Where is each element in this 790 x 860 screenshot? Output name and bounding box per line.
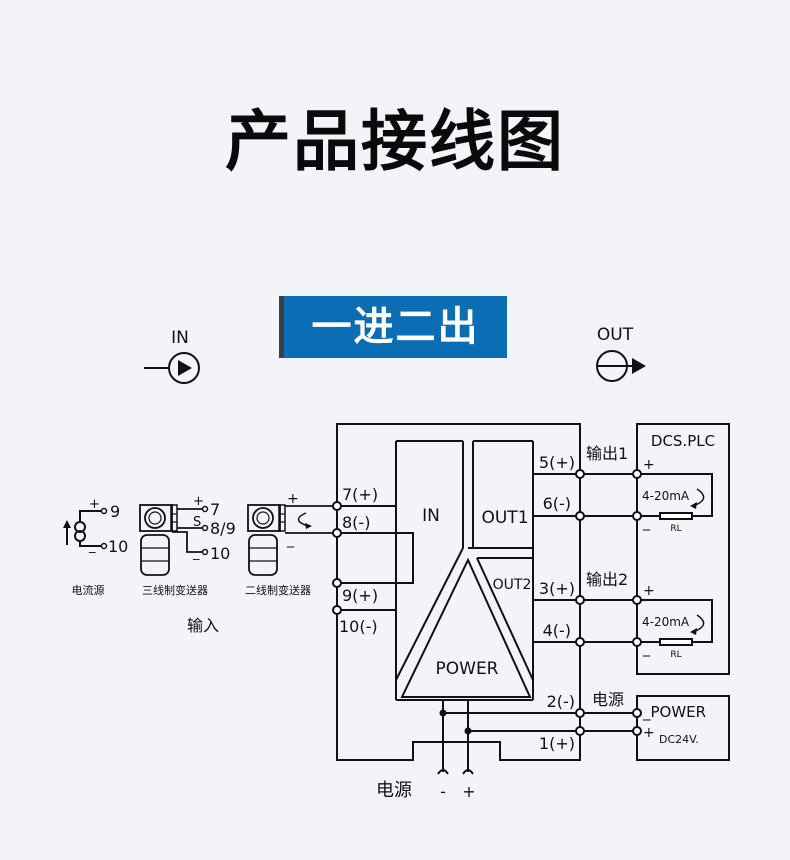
power-plus-hook-icon [462, 769, 474, 775]
bottom-power-minus: - [440, 782, 446, 801]
in-circle-icon [168, 352, 200, 384]
dcs-plc-box [632, 423, 730, 675]
out2-block-label: OUT2 [493, 577, 532, 593]
terminal-2 [575, 708, 585, 718]
bottom-power-label: 电源 [376, 780, 412, 801]
out2-current: 4-20mA [642, 615, 690, 629]
terminal-5 [575, 469, 585, 479]
input-group-label: 输入 [187, 616, 219, 635]
load-resistor-1 [659, 512, 693, 520]
power-supply-label: 电源 [592, 690, 624, 709]
out1-block-label: OUT1 [481, 508, 528, 528]
out2-load: RL [670, 650, 681, 660]
two-wire-label: 二线制变送器 [245, 583, 311, 597]
terminal-4 [575, 637, 585, 647]
module-housing [336, 423, 581, 761]
terminal-7-label: 7(+) [342, 485, 378, 504]
power-box-spec: DC24V. [659, 733, 699, 746]
out1-current: 4-20mA [642, 489, 690, 503]
terminal-3-label: 3(+) [539, 579, 575, 598]
in-arrow-icon [178, 360, 192, 376]
out2-plus: + [643, 583, 655, 599]
three-wire-pin-neg: 10 [210, 544, 230, 563]
out2-minus: _ [642, 641, 651, 657]
dcs-plc-title: DCS.PLC [651, 432, 715, 450]
power-box-title: _POWER [642, 703, 706, 722]
terminal-1 [575, 726, 585, 736]
page-title: 产品接线图 [225, 103, 565, 180]
current-source-plus: + [89, 497, 100, 512]
terminal-4-label: 4(-) [543, 621, 571, 640]
terminal-3 [575, 595, 585, 605]
three-wire-plus: + [193, 494, 204, 509]
terminal-6 [575, 511, 585, 521]
terminal-7 [332, 501, 342, 511]
output-terminals [437, 469, 637, 775]
three-wire-pin-sig: 8/9 [210, 519, 236, 538]
out1-plus: + [643, 457, 655, 473]
terminal-2-label: 2(-) [547, 692, 575, 711]
two-wire-transmitter-icon [247, 504, 333, 576]
three-wire-signal: S [193, 515, 201, 530]
module-body [395, 440, 534, 701]
power-box-plus: + [643, 725, 655, 741]
load-resistor-2 [659, 638, 693, 646]
terminal-9 [332, 578, 342, 588]
two-wire-plus: + [287, 491, 299, 507]
bottom-power-plus: + [462, 782, 475, 801]
terminal-10-label: 10(-) [339, 617, 378, 636]
two-wire-minus: _ [286, 532, 295, 548]
current-source-pin-pos: 9 [110, 502, 120, 521]
current-source-label: 电流源 [72, 583, 105, 597]
terminal-9-label: 9(+) [342, 586, 378, 605]
current-source-minus: _ [88, 539, 96, 554]
output1-label: 输出1 [586, 444, 628, 463]
terminal-10 [332, 605, 342, 615]
output2-label: 输出2 [586, 570, 628, 589]
out1-minus: _ [642, 515, 651, 531]
power-minus-hook-icon [437, 769, 449, 775]
power-block-label: POWER [436, 659, 499, 679]
three-wire-pin-pos: 7 [210, 500, 220, 519]
input-terminals [332, 501, 414, 615]
terminal-1-label: 1(+) [539, 734, 575, 753]
three-wire-minus: _ [192, 546, 200, 561]
terminal-8 [332, 528, 342, 538]
in-block-label: IN [422, 506, 440, 526]
in-legend-label: IN [171, 328, 189, 348]
three-wire-transmitter-icon [139, 504, 209, 576]
mode-banner: 一进二出 [279, 296, 507, 358]
current-source [63, 507, 108, 550]
out1-load: RL [670, 524, 681, 534]
out-legend-label: OUT [597, 325, 634, 345]
in-legend: IN [144, 328, 200, 384]
terminal-8-label: 8(-) [342, 513, 370, 532]
terminal-6-label: 6(-) [543, 494, 571, 513]
terminal-5-label: 5(+) [539, 453, 575, 472]
current-source-pin-neg: 10 [108, 537, 128, 556]
three-wire-label: 三线制变送器 [142, 583, 208, 597]
out-legend: OUT [596, 325, 646, 382]
power-box [632, 695, 730, 761]
out-arrow-icon [632, 358, 646, 374]
